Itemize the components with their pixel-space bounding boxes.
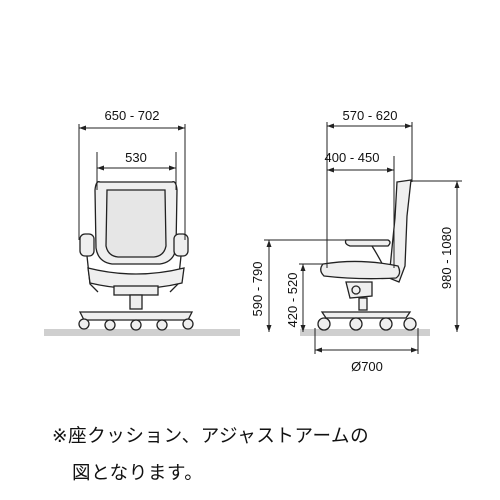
front-overall-width-label: 650 - 702 xyxy=(105,108,160,123)
front-arrowheads xyxy=(79,125,185,171)
side-overall-depth-label: 570 - 620 xyxy=(343,108,398,123)
floor-side xyxy=(300,329,430,336)
side-seat-depth-label: 400 - 450 xyxy=(325,150,380,165)
overall-height-label: 980 - 1080 xyxy=(439,227,454,289)
note-line-1: ※座クッション、アジャストアームの xyxy=(52,426,370,447)
seat-height-label: 420 - 520 xyxy=(285,273,300,328)
side-dimensions xyxy=(264,122,462,354)
armrest-height-label: 590 - 790 xyxy=(250,262,265,317)
front-backrest-width-label: 530 xyxy=(125,150,147,165)
side-arrowheads xyxy=(266,123,460,353)
front-dimensions xyxy=(78,124,186,240)
note-line-2: 図となります。 xyxy=(72,463,204,484)
front-view-chair xyxy=(78,181,194,331)
base-diameter-label: Ø700 xyxy=(351,359,383,374)
floor-front xyxy=(44,329,240,336)
side-view-chair xyxy=(317,179,417,331)
